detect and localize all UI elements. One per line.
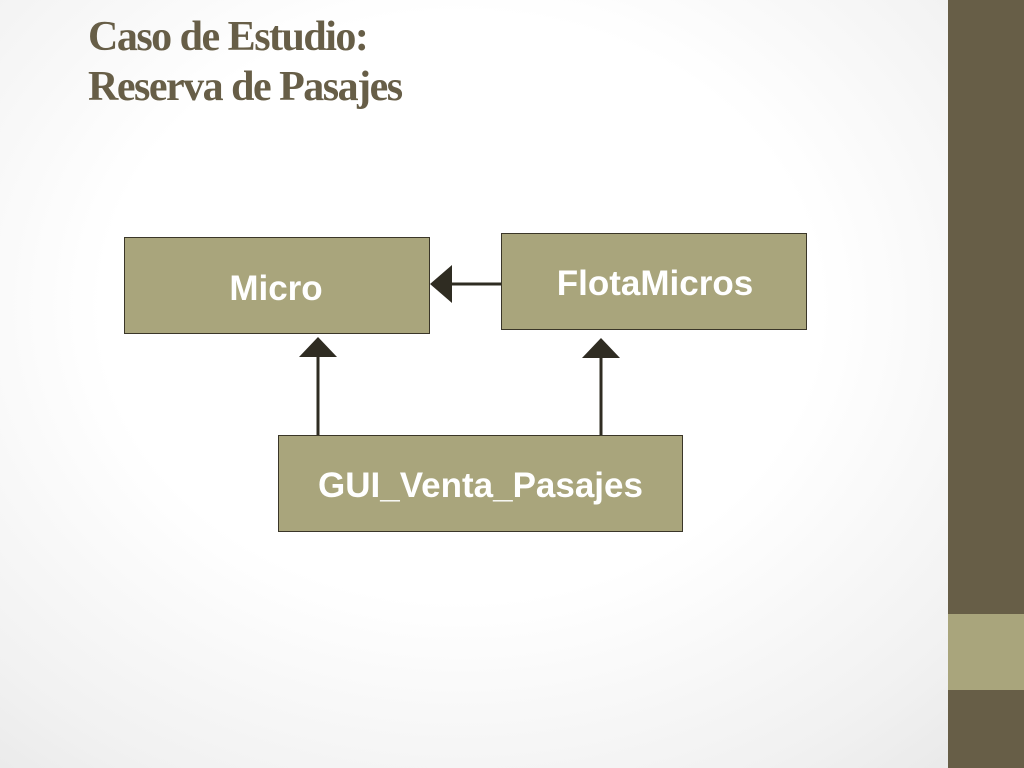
- edge-gui-to-micro-arrowhead: [299, 337, 337, 357]
- slide-title-line-2: Reserva de Pasajes: [88, 64, 403, 110]
- node-flota-micros: FlotaMicros: [501, 233, 807, 330]
- node-micro-label: Micro: [229, 268, 323, 308]
- node-flota-micros-label: FlotaMicros: [556, 263, 754, 303]
- node-gui-venta-pasajes: GUI_Venta_Pasajes: [278, 435, 683, 532]
- edge-gui-to-flota: [582, 338, 620, 435]
- slide-title: Caso de Estudio: Reserva de Pasajes: [88, 12, 403, 112]
- side-decoration-accent: [948, 614, 1024, 690]
- slide-title-line-1: Caso de Estudio:: [88, 14, 369, 60]
- edge-gui-to-flota-arrowhead: [582, 338, 620, 358]
- edge-flota-to-micro-arrowhead: [430, 265, 452, 303]
- node-gui-venta-pasajes-label: GUI_Venta_Pasajes: [318, 465, 643, 505]
- diagram-connectors: [299, 265, 620, 435]
- edge-flota-to-micro: [430, 265, 501, 303]
- edge-gui-to-micro: [299, 337, 337, 435]
- node-micro: Micro: [124, 237, 430, 334]
